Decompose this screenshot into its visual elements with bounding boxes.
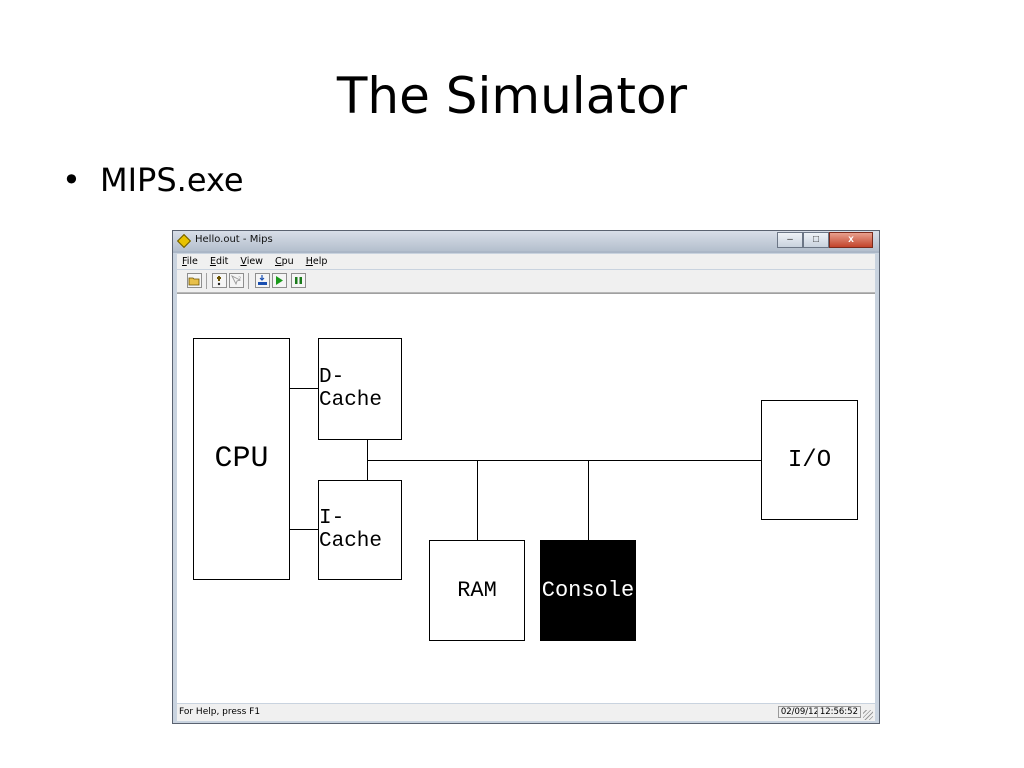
context-help-icon[interactable]: ? [229, 273, 244, 288]
window-controls: – □ x [777, 232, 873, 249]
bullet-text: MIPS.exe [100, 161, 244, 199]
connector-cpu-icache [290, 529, 318, 530]
console-label: Console [541, 578, 635, 603]
close-button[interactable]: x [829, 232, 873, 248]
bullet-marker: • [62, 161, 81, 199]
svg-text:?: ? [238, 276, 241, 283]
status-date: 02/09/12 [777, 706, 822, 718]
connector-cache-bus [367, 439, 368, 480]
resize-grip-icon[interactable] [863, 710, 873, 720]
app-icon[interactable] [176, 233, 192, 249]
slide-title: The Simulator [336, 67, 688, 125]
minimize-icon: – [787, 234, 793, 245]
window-titlebar[interactable]: Hello.out - Mips – □ x [173, 231, 879, 251]
maximize-icon: □ [812, 234, 820, 245]
io-label: I/O [787, 446, 832, 474]
bullet-item: • MIPS.exe [62, 158, 244, 202]
window-title: Hello.out - Mips [195, 234, 273, 245]
connector-cpu-dcache [290, 388, 318, 389]
maximize-button[interactable]: □ [803, 232, 829, 248]
menu-bar: File Edit View Cpu Help [177, 254, 875, 269]
connector-bus-console [588, 460, 589, 540]
cpu-label: CPU [214, 442, 269, 476]
ram-box[interactable]: RAM [429, 540, 525, 641]
menu-edit[interactable]: Edit [209, 256, 229, 267]
menu-help[interactable]: Help [305, 256, 328, 267]
run-icon[interactable] [272, 273, 287, 288]
load-icon[interactable] [255, 273, 270, 288]
status-text: For Help, press F1 [179, 707, 261, 717]
status-time: 12:56:52 [816, 706, 861, 718]
minimize-button[interactable]: – [777, 232, 803, 248]
menu-view[interactable]: View [240, 256, 263, 267]
ram-label: RAM [457, 578, 497, 603]
close-icon: x [848, 234, 854, 245]
simulator-canvas[interactable] [177, 293, 875, 703]
menu-cpu[interactable]: Cpu [274, 256, 294, 267]
toolbar: ? [177, 270, 875, 293]
pause-icon[interactable] [291, 273, 306, 288]
icache-box[interactable]: I-Cache [318, 480, 402, 580]
cpu-box[interactable]: CPU [193, 338, 290, 580]
icache-label: I-Cache [319, 507, 383, 553]
dcache-label: D-Cache [319, 366, 383, 412]
console-box[interactable]: Console [540, 540, 636, 641]
open-icon[interactable] [187, 273, 202, 288]
menu-file[interactable]: File [182, 256, 198, 267]
dcache-box[interactable]: D-Cache [318, 338, 402, 440]
help-icon[interactable] [212, 273, 227, 288]
system-bus [367, 460, 762, 461]
connector-bus-ram [477, 460, 478, 540]
status-bar: For Help, press F1 02/09/12 12:56:52 [177, 704, 875, 721]
io-box[interactable]: I/O [761, 400, 858, 520]
